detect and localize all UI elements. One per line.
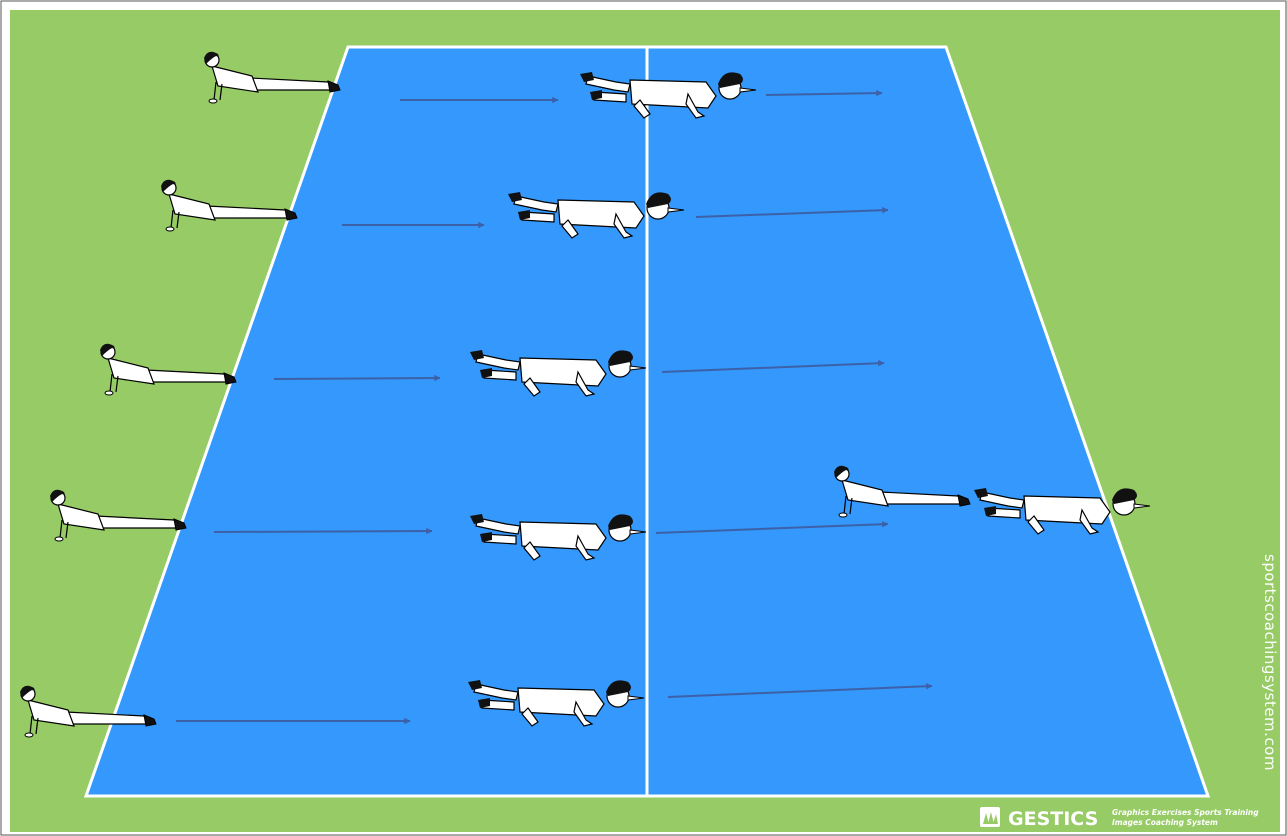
direction-arrow-icon — [274, 378, 440, 379]
watermark-text: sportscoachingsystem.com — [1261, 554, 1279, 771]
brand-tagline-2: Images Coaching System — [1112, 818, 1218, 827]
brand-tagline-1: Graphics Exercises Sports Training — [1112, 808, 1259, 817]
branding: GESTICS Graphics Exercises Sports Traini… — [980, 807, 1259, 830]
gestics-logo-icon — [980, 807, 1000, 827]
direction-arrow-icon — [214, 531, 432, 532]
brand-name: GESTICS — [1008, 808, 1098, 830]
